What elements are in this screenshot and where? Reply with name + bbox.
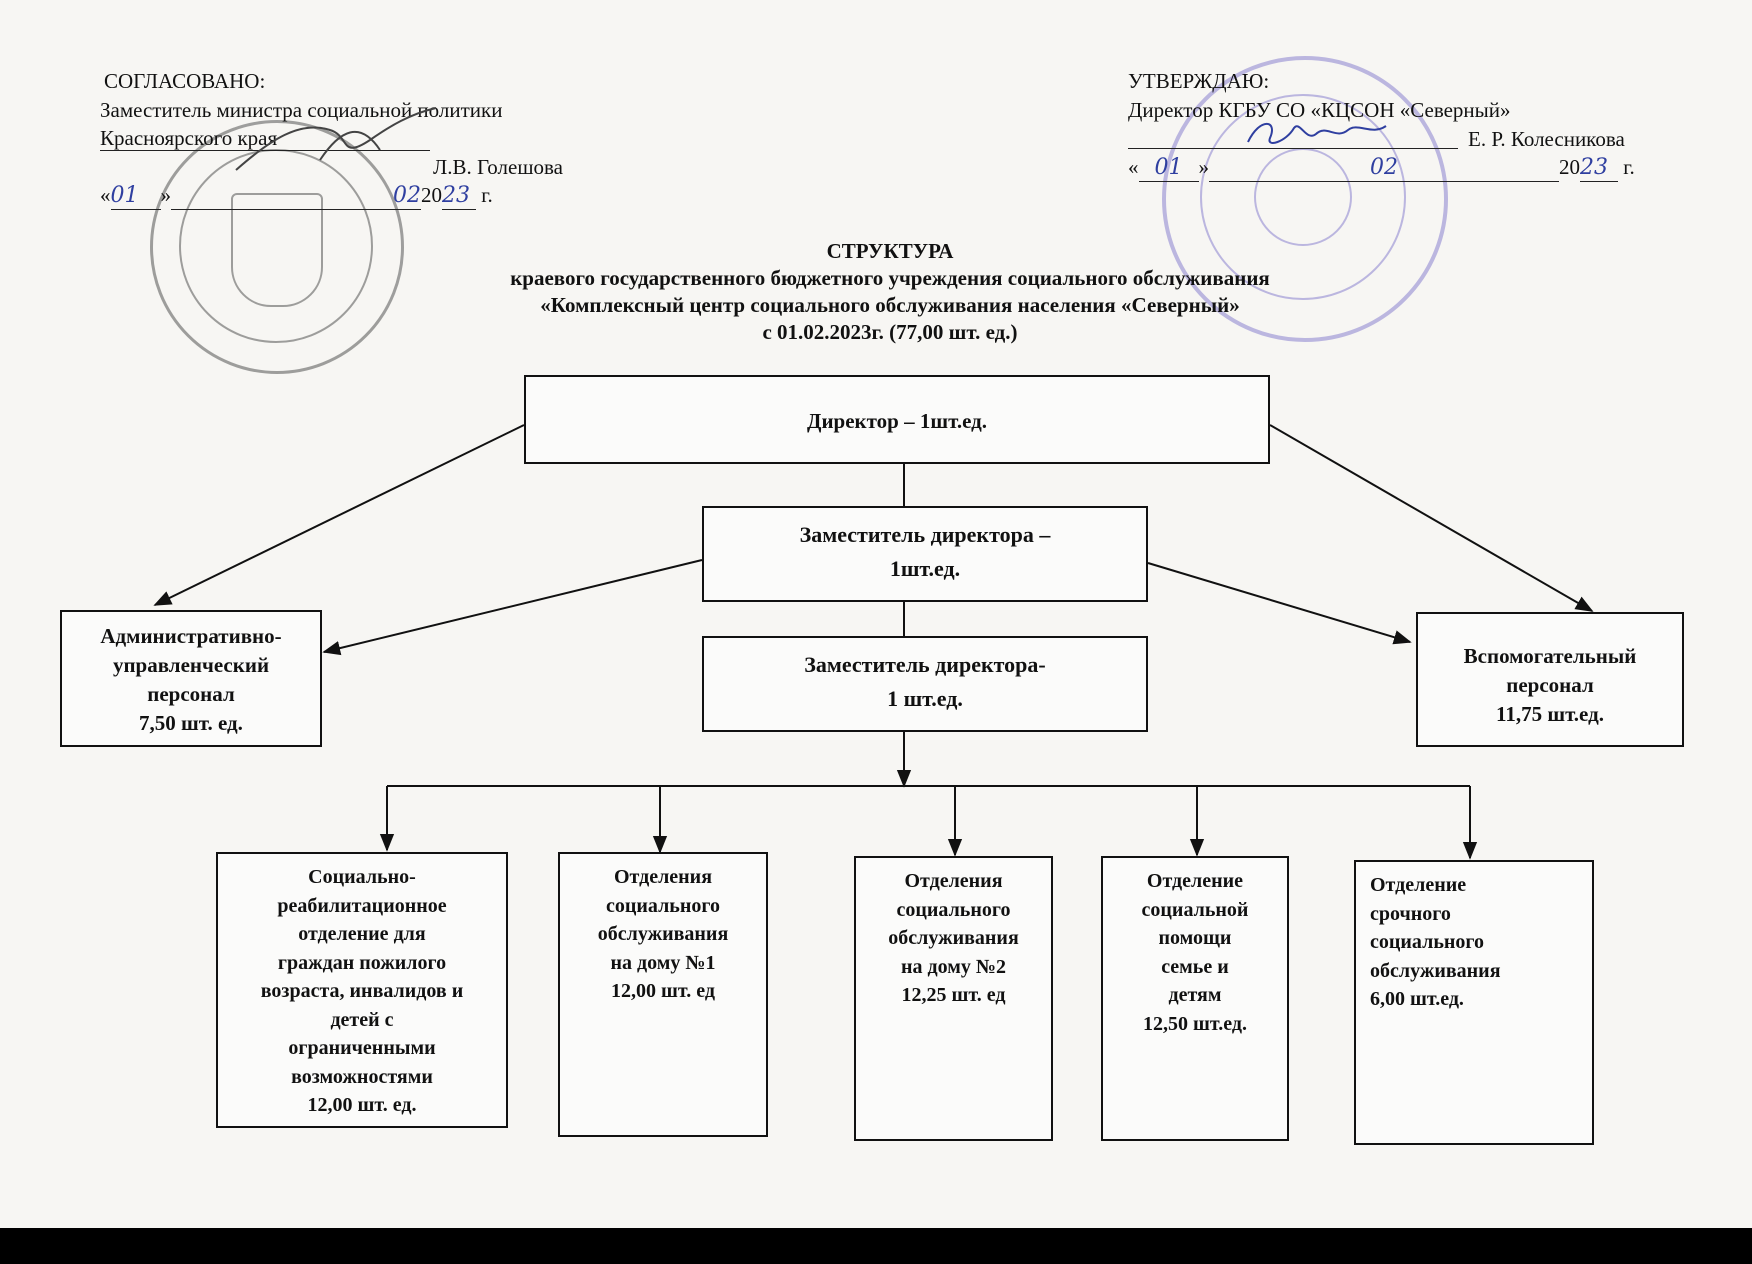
document-page: СОГЛАСОВАНО: Заместитель министра социал… (0, 0, 1752, 1228)
date-year-right: 23 (1580, 155, 1618, 182)
box-dept-home-care-2: Отделения социального обслуживания на до… (854, 856, 1053, 1141)
date-month-left: 02 (171, 183, 421, 210)
link-director-support (1269, 424, 1594, 612)
box-dept-rehabilitation: Социально- реабилитационное отделение дл… (216, 852, 508, 1128)
approval-left-date: «01»022023 г. (100, 183, 493, 210)
title-line-2: краевого государственного бюджетного учр… (510, 266, 1270, 290)
box-dept-family-help: Отделение социальной помощи семье и детя… (1101, 856, 1289, 1141)
box-deputy-director-1: Заместитель директора – 1шт.ед. (702, 506, 1148, 602)
date-day-left: 01 (110, 183, 161, 210)
box-support-staff: Вспомогательный персонал 11,75 шт.ед. (1416, 612, 1684, 747)
approval-right-signer: Е. Р. Колесникова (1468, 127, 1625, 151)
date-day-right: 01 (1138, 155, 1199, 182)
approval-left-heading: СОГЛАСОВАНО: (104, 69, 266, 93)
title-line-1: СТРУКТУРА (826, 239, 954, 263)
date-month-right: 02 (1209, 155, 1559, 182)
box-dept-home-care-1: Отделения социального обслуживания на до… (558, 852, 768, 1137)
approval-right-heading: УТВЕРЖДАЮ: (1128, 69, 1270, 93)
link-deputy1-support (1147, 562, 1412, 645)
title-line-3: «Комплексный центр социального обслужива… (540, 293, 1240, 317)
box-dept-urgent-service: Отделение срочного социального обслужива… (1354, 860, 1594, 1145)
box-director: Директор – 1шт.ед. (524, 375, 1270, 464)
approval-left-region: Красноярского края (100, 126, 278, 150)
box-deputy-director-2: Заместитель директора- 1 шт.ед. (702, 636, 1148, 732)
approval-left-position: Заместитель министра социальной политики (100, 98, 503, 122)
link-deputy1-admin (322, 559, 703, 656)
link-director-admin (153, 424, 525, 606)
signature-left (235, 107, 437, 171)
document-title: СТРУКТУРА краевого государственного бюдж… (300, 238, 1480, 346)
title-line-4: с 01.02.2023г. (77,00 шт. ед.) (762, 320, 1018, 344)
approval-left-signer: Л.В. Голешова (433, 155, 563, 179)
date-year-left: 23 (442, 183, 476, 210)
signature-line-left (100, 150, 430, 151)
signature-line-right (1128, 148, 1458, 149)
approval-right-position: Директор КГБУ СО «КЦСОН «Северный» (1128, 98, 1511, 122)
signature-right (1247, 123, 1387, 144)
box-admin-staff: Административно- управленческий персонал… (60, 610, 322, 747)
